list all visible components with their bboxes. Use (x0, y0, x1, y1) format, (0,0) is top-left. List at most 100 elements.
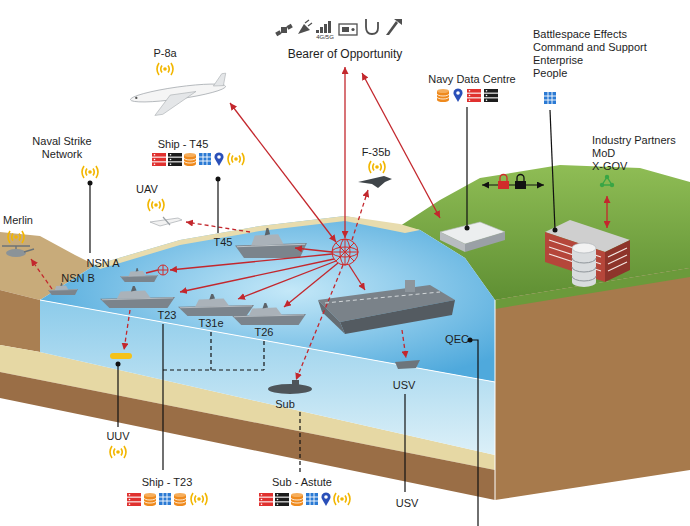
diagram-label: Sub (275, 398, 295, 411)
capability-icons-part (306, 493, 318, 505)
bearer-links (31, 67, 607, 380)
buildings-part (572, 243, 596, 253)
bearer-links-part (230, 103, 336, 242)
diagram-label: UAV (136, 183, 158, 196)
leader-lines-part (482, 184, 544, 185)
top-icons-part-part (366, 19, 378, 34)
aircraft-part (358, 176, 392, 188)
bearer-links-part (238, 261, 336, 299)
diagram-label: T31e (198, 317, 223, 330)
leader-dots (88, 177, 558, 367)
leader-lines-part (466, 107, 467, 228)
leader-lines-part (117, 364, 118, 427)
buildings-part (465, 232, 505, 252)
capability-icons-part (127, 493, 141, 506)
leader-lines-part (404, 394, 405, 492)
diagram-label: Command and Support (533, 41, 647, 54)
sea-part (40, 300, 495, 500)
capability-icons-part (544, 92, 556, 104)
aircraft-part (2, 246, 34, 252)
capability-icons-part (199, 153, 211, 165)
vessels-part (48, 283, 78, 295)
vessels-part (100, 286, 175, 308)
leader-lines-part (550, 110, 555, 230)
diagram-label: Battlespace Effects (533, 28, 627, 41)
capability-icons-part (215, 152, 224, 166)
top-icons-part-part (320, 27, 323, 33)
top-icons-part-part (316, 30, 319, 33)
leader-dots-part (216, 177, 221, 182)
top-icons-part-part (328, 21, 331, 33)
vessels-part (405, 280, 415, 292)
diagram-label: Naval Strike Network (24, 135, 100, 161)
sea (40, 216, 495, 500)
bearer-links-part (344, 67, 345, 238)
vessels-part (235, 228, 307, 258)
vessels-part (232, 303, 306, 325)
vessels-part (292, 380, 299, 386)
diagram-label: Industry Partners (592, 134, 676, 147)
capability-icons-part (168, 153, 182, 166)
top-icons-part-part (351, 28, 354, 31)
vessels-part (120, 268, 158, 282)
buildings-part (440, 232, 465, 252)
leader-dots-part (553, 228, 558, 233)
aircraft-part (150, 218, 182, 226)
capability-icons-part (110, 446, 126, 458)
aircraft-part (6, 249, 26, 257)
leader-dots-part (465, 226, 470, 231)
bearer-links-part (606, 196, 607, 228)
leader-lines-part (89, 183, 90, 253)
diagram-label: USV (396, 497, 419, 510)
capability-icons-part (467, 89, 481, 102)
vessels-part (395, 360, 420, 369)
terrain-part (495, 268, 690, 500)
bearer-links-part (31, 259, 52, 289)
vessels-part (340, 300, 455, 334)
diagram-label: Ship - T45 (158, 138, 209, 151)
aircraft-part-part (212, 73, 228, 87)
leader-lines-part (217, 179, 218, 233)
capability-icons-part (437, 89, 449, 102)
top-icons-part-part (394, 19, 402, 25)
bearer-links-part (362, 73, 440, 218)
bearer-links-part (295, 248, 332, 252)
capability-icons-part (259, 493, 273, 506)
leader-dots-part (116, 362, 121, 367)
diagram-label: Enterprise (533, 54, 583, 67)
diagram-label: People (533, 67, 567, 80)
diagram-label: P-8a (153, 47, 176, 60)
bearer-links-part (402, 330, 406, 358)
capability-icons-part (334, 493, 350, 505)
leader-lines-part (162, 324, 163, 470)
top-icons-part-part (286, 24, 292, 30)
capability-icons (8, 63, 614, 506)
top-icons-part-part (386, 21, 398, 35)
mesh-hub (158, 239, 358, 275)
bearer-links-part (284, 263, 338, 307)
locks (498, 175, 526, 190)
mesh-hub-part (332, 239, 358, 265)
capability-icons-part (8, 231, 24, 243)
diagram-label: QEC (445, 333, 469, 346)
leader-lines-part (299, 412, 300, 472)
capability-icons-part (191, 493, 207, 505)
aircraft-part (129, 73, 230, 118)
diagram-label: T23 (158, 309, 177, 322)
capability-icons-part (152, 153, 166, 166)
diagram-label: 4G/5G (316, 34, 334, 41)
diagram-label: NSN A (86, 257, 119, 270)
locks-part (498, 181, 509, 189)
capability-icons-part (454, 88, 463, 102)
aircraft-part-part (152, 91, 198, 115)
mesh-hub-part (158, 265, 168, 275)
top-icons-part (339, 24, 357, 35)
capability-icons-part-part (611, 184, 614, 187)
capability-icons-part (484, 89, 498, 102)
diagram-label: Bearer of Opportunity (288, 48, 403, 61)
buildings-part (572, 258, 596, 281)
locks-part (517, 175, 524, 182)
mesh-hub-part (332, 239, 358, 265)
capability-icons-part (174, 493, 186, 506)
top-icons-part (366, 19, 378, 34)
